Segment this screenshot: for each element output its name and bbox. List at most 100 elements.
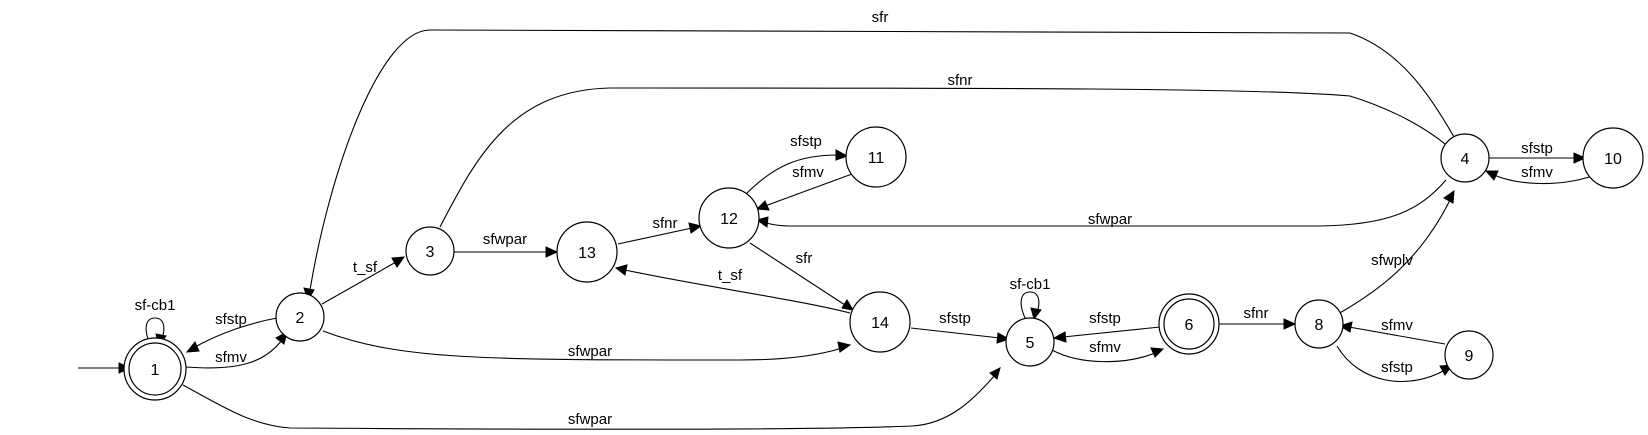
node-4: 4 [1440,133,1490,183]
edge-1-to-2 [185,339,283,369]
node-8-label: 8 [1315,317,1324,334]
arrowhead-3-to-13 [545,246,559,258]
node-9: 9 [1444,330,1494,380]
node-13-circle [556,221,618,283]
edge-5-to-6 [1051,349,1156,363]
node-11-circle [845,126,907,188]
edges [78,29,1590,430]
arrowhead-2-to-14 [837,341,852,353]
label-edge-5-to-6: sfmv [1089,339,1121,356]
arrowhead-4-to-10 [1573,152,1587,164]
node-8-circle [1294,299,1344,349]
edge-11-to-12 [764,173,853,207]
node-5-label: 5 [1026,335,1035,352]
node-12-circle [698,187,760,249]
node-3-label: 3 [426,244,435,261]
node-2-circle [275,292,325,342]
edge-8-to-4 [1337,199,1451,315]
node-4-label: 4 [1461,151,1470,168]
edge-8-to-9 [1336,345,1446,382]
arrowhead-4-to-12 [755,216,769,228]
arrowhead-8-to-4 [1443,189,1455,204]
arrowhead-14-to-13 [614,264,628,276]
label-edge-6-to-8: sfnr [1243,305,1268,322]
label-edge-4-to-2: sfr [872,9,889,26]
arrowhead-1-to-5 [989,367,1001,380]
label-edge-8-to-9: sfstp [1381,359,1413,376]
edge-14-to-5 [910,327,1001,339]
arrowhead-5-to-6 [1150,347,1165,358]
edge-13-to-12 [617,227,693,245]
label-edge-10-to-4: sfmv [1521,164,1553,181]
edge-labels: sf-cb1 sfstp sfmv sfwpar t_sf sfwpar sfw… [135,9,1554,428]
node-13: 13 [556,221,618,283]
label-edge-12-to-14: sfr [796,250,813,267]
label-edge-11-to-12: sfmv [792,164,824,181]
nodes: 1 2 3 4 5 6 8 9 [123,126,1644,401]
arrowhead-2-to-3 [391,256,406,268]
label-edge-4-to-10: sfstp [1521,140,1553,157]
node-10-label: 10 [1604,151,1622,168]
label-edge-9-to-8: sfmv [1381,317,1413,334]
label-edge-2-to-1: sfstp [215,311,247,328]
arrowhead-6-to-8 [1283,318,1297,330]
label-edge-14-to-13: t_sf [718,267,743,284]
label-edge-14-to-5: sfstp [939,310,971,327]
edge-9-to-8 [1348,326,1446,345]
arrowhead-2-to-1 [185,341,200,353]
label-edge-1-to-2: sfmv [215,349,247,366]
node-2: 2 [275,292,325,342]
label-edge-5-self-loop: sf-cb1 [1010,276,1051,293]
node-5: 5 [1005,317,1055,367]
label-edge-12-to-11: sfstp [790,133,822,150]
arrowhead-11-to-12 [755,200,770,211]
node-5-circle [1005,317,1055,367]
node-11-label: 11 [868,150,885,167]
edge-2-to-14 [322,330,843,361]
node-10: 10 [1582,127,1644,189]
edge-2-to-1 [194,317,278,348]
label-edge-8-to-4: sfwplv [1371,252,1413,269]
label-edge-1-self-loop: sf-cb1 [135,297,176,314]
edge-14-to-13 [624,269,851,314]
label-edge-2-to-3: t_sf [353,259,378,276]
node-12: 12 [698,187,760,249]
arrowhead-12-to-11 [835,149,849,161]
node-12-label: 12 [720,211,738,228]
label-edge-6-to-5: sfstp [1089,310,1121,327]
node-10-circle [1582,127,1644,189]
node-4-circle [1440,133,1490,183]
label-edge-13-to-12: sfnr [652,215,677,232]
edge-3-to-4 [439,87,1453,228]
node-9-circle [1444,330,1494,380]
edge-10-to-4 [1493,174,1590,185]
edge-12-to-14 [749,242,846,306]
arrowhead-14-to-5 [996,332,1011,344]
node-9-label: 9 [1465,348,1474,365]
label-edge-3-to-13: sfwpar [483,231,527,248]
arrowhead-12-to-14 [841,299,854,311]
edge-5-self-loop [1020,291,1040,319]
edge-1-to-5 [182,374,996,430]
edge-2-to-3 [321,261,397,305]
arrowhead-9-to-8 [1338,321,1353,333]
node-14-label: 14 [871,315,889,332]
edge-12-to-11 [745,154,839,195]
edge-1-self-loop [145,317,165,345]
node-2-label: 2 [296,310,305,327]
label-edge-2-to-14: sfwpar [568,343,612,360]
arrowhead-6-to-5 [1052,331,1067,343]
node-3-circle [405,226,455,276]
label-edge-1-to-5: sfwpar [568,411,612,428]
node-14: 14 [849,291,911,353]
label-edge-3-to-4: sfnr [947,72,972,89]
node-14-circle [849,291,911,353]
node-1: 1 [123,337,187,401]
label-edge-4-to-12: sfwpar [1088,211,1132,228]
arrowhead-10-to-4 [1484,170,1499,181]
node-8: 8 [1294,299,1344,349]
edge-6-to-5 [1062,326,1161,338]
arrowhead-5-self-loop [1030,307,1042,321]
node-11: 11 [845,126,907,188]
